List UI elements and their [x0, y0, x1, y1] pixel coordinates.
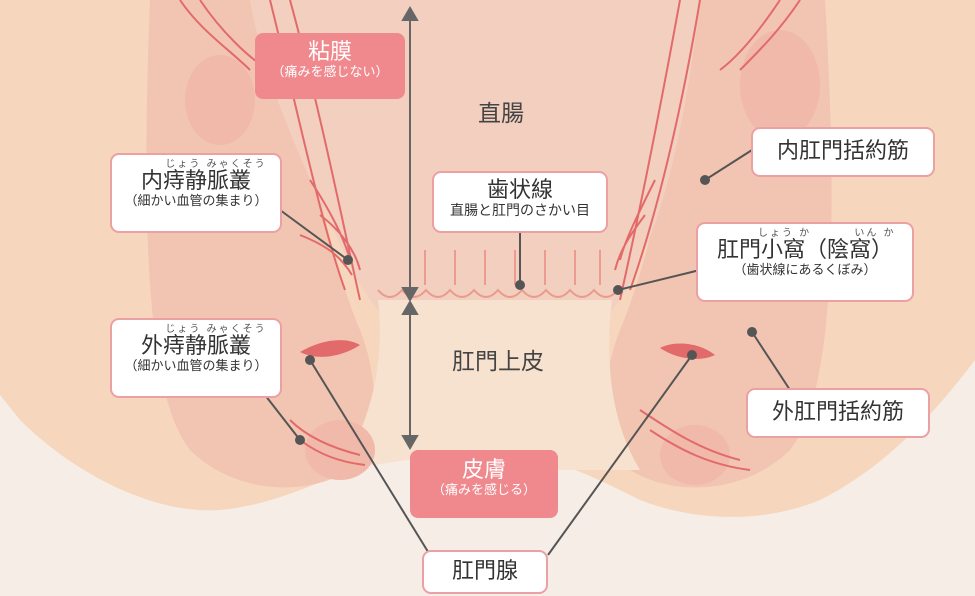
dentate-line-title: 歯状線	[486, 178, 553, 203]
right-upper-blob	[740, 30, 820, 140]
anoderm-label: 肛門上皮	[452, 349, 544, 375]
anal-crypt-label: しょう か いん か 肛門小窩（陰窩） （歯状線にあるくぼみ）	[696, 222, 914, 302]
rectum-label: 直腸	[478, 101, 524, 127]
anal-gland-label: 肛門腺	[422, 550, 548, 594]
dentate-ridges	[424, 250, 601, 285]
anal-crypt-note: （歯状線にあるくぼみ）	[733, 263, 877, 278]
anal-canal	[340, 300, 640, 470]
anal-crypt-ruby: しょう か いん か	[698, 228, 912, 239]
external-sphincter-label: 外肛門括約筋	[746, 388, 930, 438]
external-plexus-note: （細かい血管の集まり）	[124, 359, 268, 374]
internal-hemorrhoid-plexus-label: じょう みゃくそう 内痔静脈叢 （細かい血管の集まり）	[110, 153, 282, 233]
leader-dots	[295, 175, 757, 445]
external-plexus-title: 外痔静脈叢	[140, 334, 251, 359]
anal-gland-title: 肛門腺	[451, 559, 518, 584]
external-sphincter-title: 外肛門括約筋	[771, 400, 904, 425]
dentate-line-note: 直腸と肛門のさかい目	[450, 203, 590, 219]
internal-sphincter-title: 内肛門括約筋	[776, 139, 909, 164]
skin-title: 皮膚	[461, 458, 506, 483]
internal-plexus-ruby: じょう みゃくそう	[165, 159, 267, 170]
mucosa-label: 粘膜 （痛みを感じない）	[255, 33, 405, 99]
left-upper-blob	[185, 55, 255, 145]
anal-crypt-ruby-right: いん か	[854, 228, 896, 239]
dentate-line	[377, 288, 619, 298]
mucosa-title: 粘膜	[307, 40, 352, 65]
internal-sphincter-label: 内肛門括約筋	[751, 127, 935, 177]
anal-crypt-title: 肛門小窩（陰窩）	[716, 238, 893, 263]
external-hemorrhoid-plexus-label: じょう みゃくそう 外痔静脈叢 （細かい血管の集まり）	[110, 318, 282, 398]
right-anal-gland	[660, 343, 715, 359]
external-plexus-ruby: じょう みゃくそう	[165, 324, 267, 335]
leader-lines	[264, 149, 791, 556]
right-vessels	[614, 0, 801, 471]
dentate-line-label: 歯状線 直腸と肛門のさかい目	[432, 171, 608, 233]
skin-label: 皮膚 （痛みを感じる）	[410, 450, 558, 518]
internal-plexus-note: （細かい血管の集まり）	[124, 194, 268, 209]
vertical-arrows	[401, 6, 419, 450]
internal-plexus-title: 内痔静脈叢	[140, 169, 251, 194]
left-anal-gland	[300, 340, 360, 357]
anal-crypt-ruby-left: しょう か	[758, 228, 812, 239]
mucosa-note: （痛みを感じない）	[271, 65, 389, 80]
skin-note: （痛みを感じる）	[431, 483, 536, 498]
